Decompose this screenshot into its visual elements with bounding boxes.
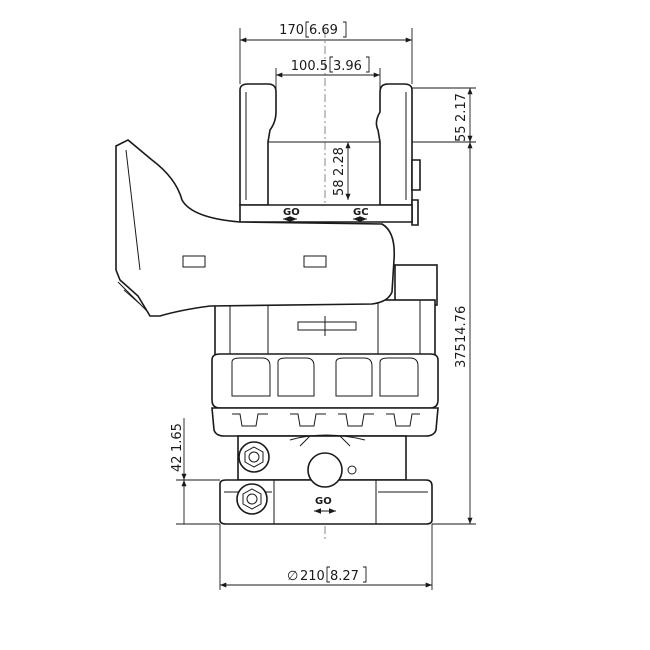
right-clevis-ear: [375, 83, 413, 206]
dim-total-height-inch: 14.76: [454, 306, 469, 343]
dim-port-height: 42 1.65: [170, 418, 220, 525]
bracket-plate: [115, 139, 396, 317]
bracket-slot-right: [303, 255, 327, 268]
gc-label-right: GC: [353, 207, 369, 218]
rotator-body: [211, 264, 439, 525]
go-label-left: GO: [283, 207, 300, 218]
dim-top-width-inch: 6.69: [309, 23, 338, 38]
hex-fitting-upper: [238, 441, 270, 473]
dim-top-width-value: 170: [279, 23, 304, 38]
dim-top-width: 170 6.69: [239, 21, 413, 84]
go-label-bottom: GO: [315, 496, 332, 507]
dim-base-diameter-value: 210: [300, 569, 325, 584]
base-flange: [219, 479, 433, 525]
dim-inner-width-value: 100.5: [291, 59, 328, 74]
upper-housing-right: [394, 264, 438, 306]
dim-inner-width: 100.5 3.96: [275, 56, 381, 90]
port-tag-gc-right: GC: [353, 207, 369, 222]
center-port: [307, 452, 343, 488]
hex-fitting-lower: [236, 483, 268, 515]
bracket-slot-left: [182, 255, 206, 268]
dim-pin-offset-value: 55: [454, 125, 469, 142]
top-link: [239, 83, 421, 226]
dim-base-diameter-symbol: ∅: [287, 569, 298, 584]
dim-port-height-value: 42: [170, 455, 185, 472]
dim-base-diameter: ∅ 210 8.27: [219, 524, 433, 590]
gear-skirt: [211, 407, 439, 437]
dim-pin-offset: 55 2.17: [412, 87, 476, 143]
dim-inner-width-inch: 3.96: [333, 59, 362, 74]
dim-pin-height-value: 58: [332, 179, 347, 196]
dim-pin-offset-inch: 2.17: [454, 93, 469, 122]
gear-ring: [211, 353, 439, 409]
dim-port-height-inch: 1.65: [170, 423, 185, 452]
left-clevis-ear: [239, 83, 277, 206]
gear-teeth: [231, 357, 419, 397]
port-tag-go-bottom: GO: [314, 496, 336, 514]
dim-pin-height-inch: 2.28: [332, 147, 347, 176]
dim-total-height: 375 14.76: [432, 142, 476, 525]
dim-base-diameter-inch: 8.27: [330, 569, 359, 584]
dim-total-height-value: 375: [454, 343, 469, 368]
link-base: [239, 204, 413, 223]
side-bracket: [115, 139, 396, 317]
port-tag-go-left: GO: [283, 207, 300, 222]
dim-pin-height: 58 2.28: [332, 142, 351, 200]
